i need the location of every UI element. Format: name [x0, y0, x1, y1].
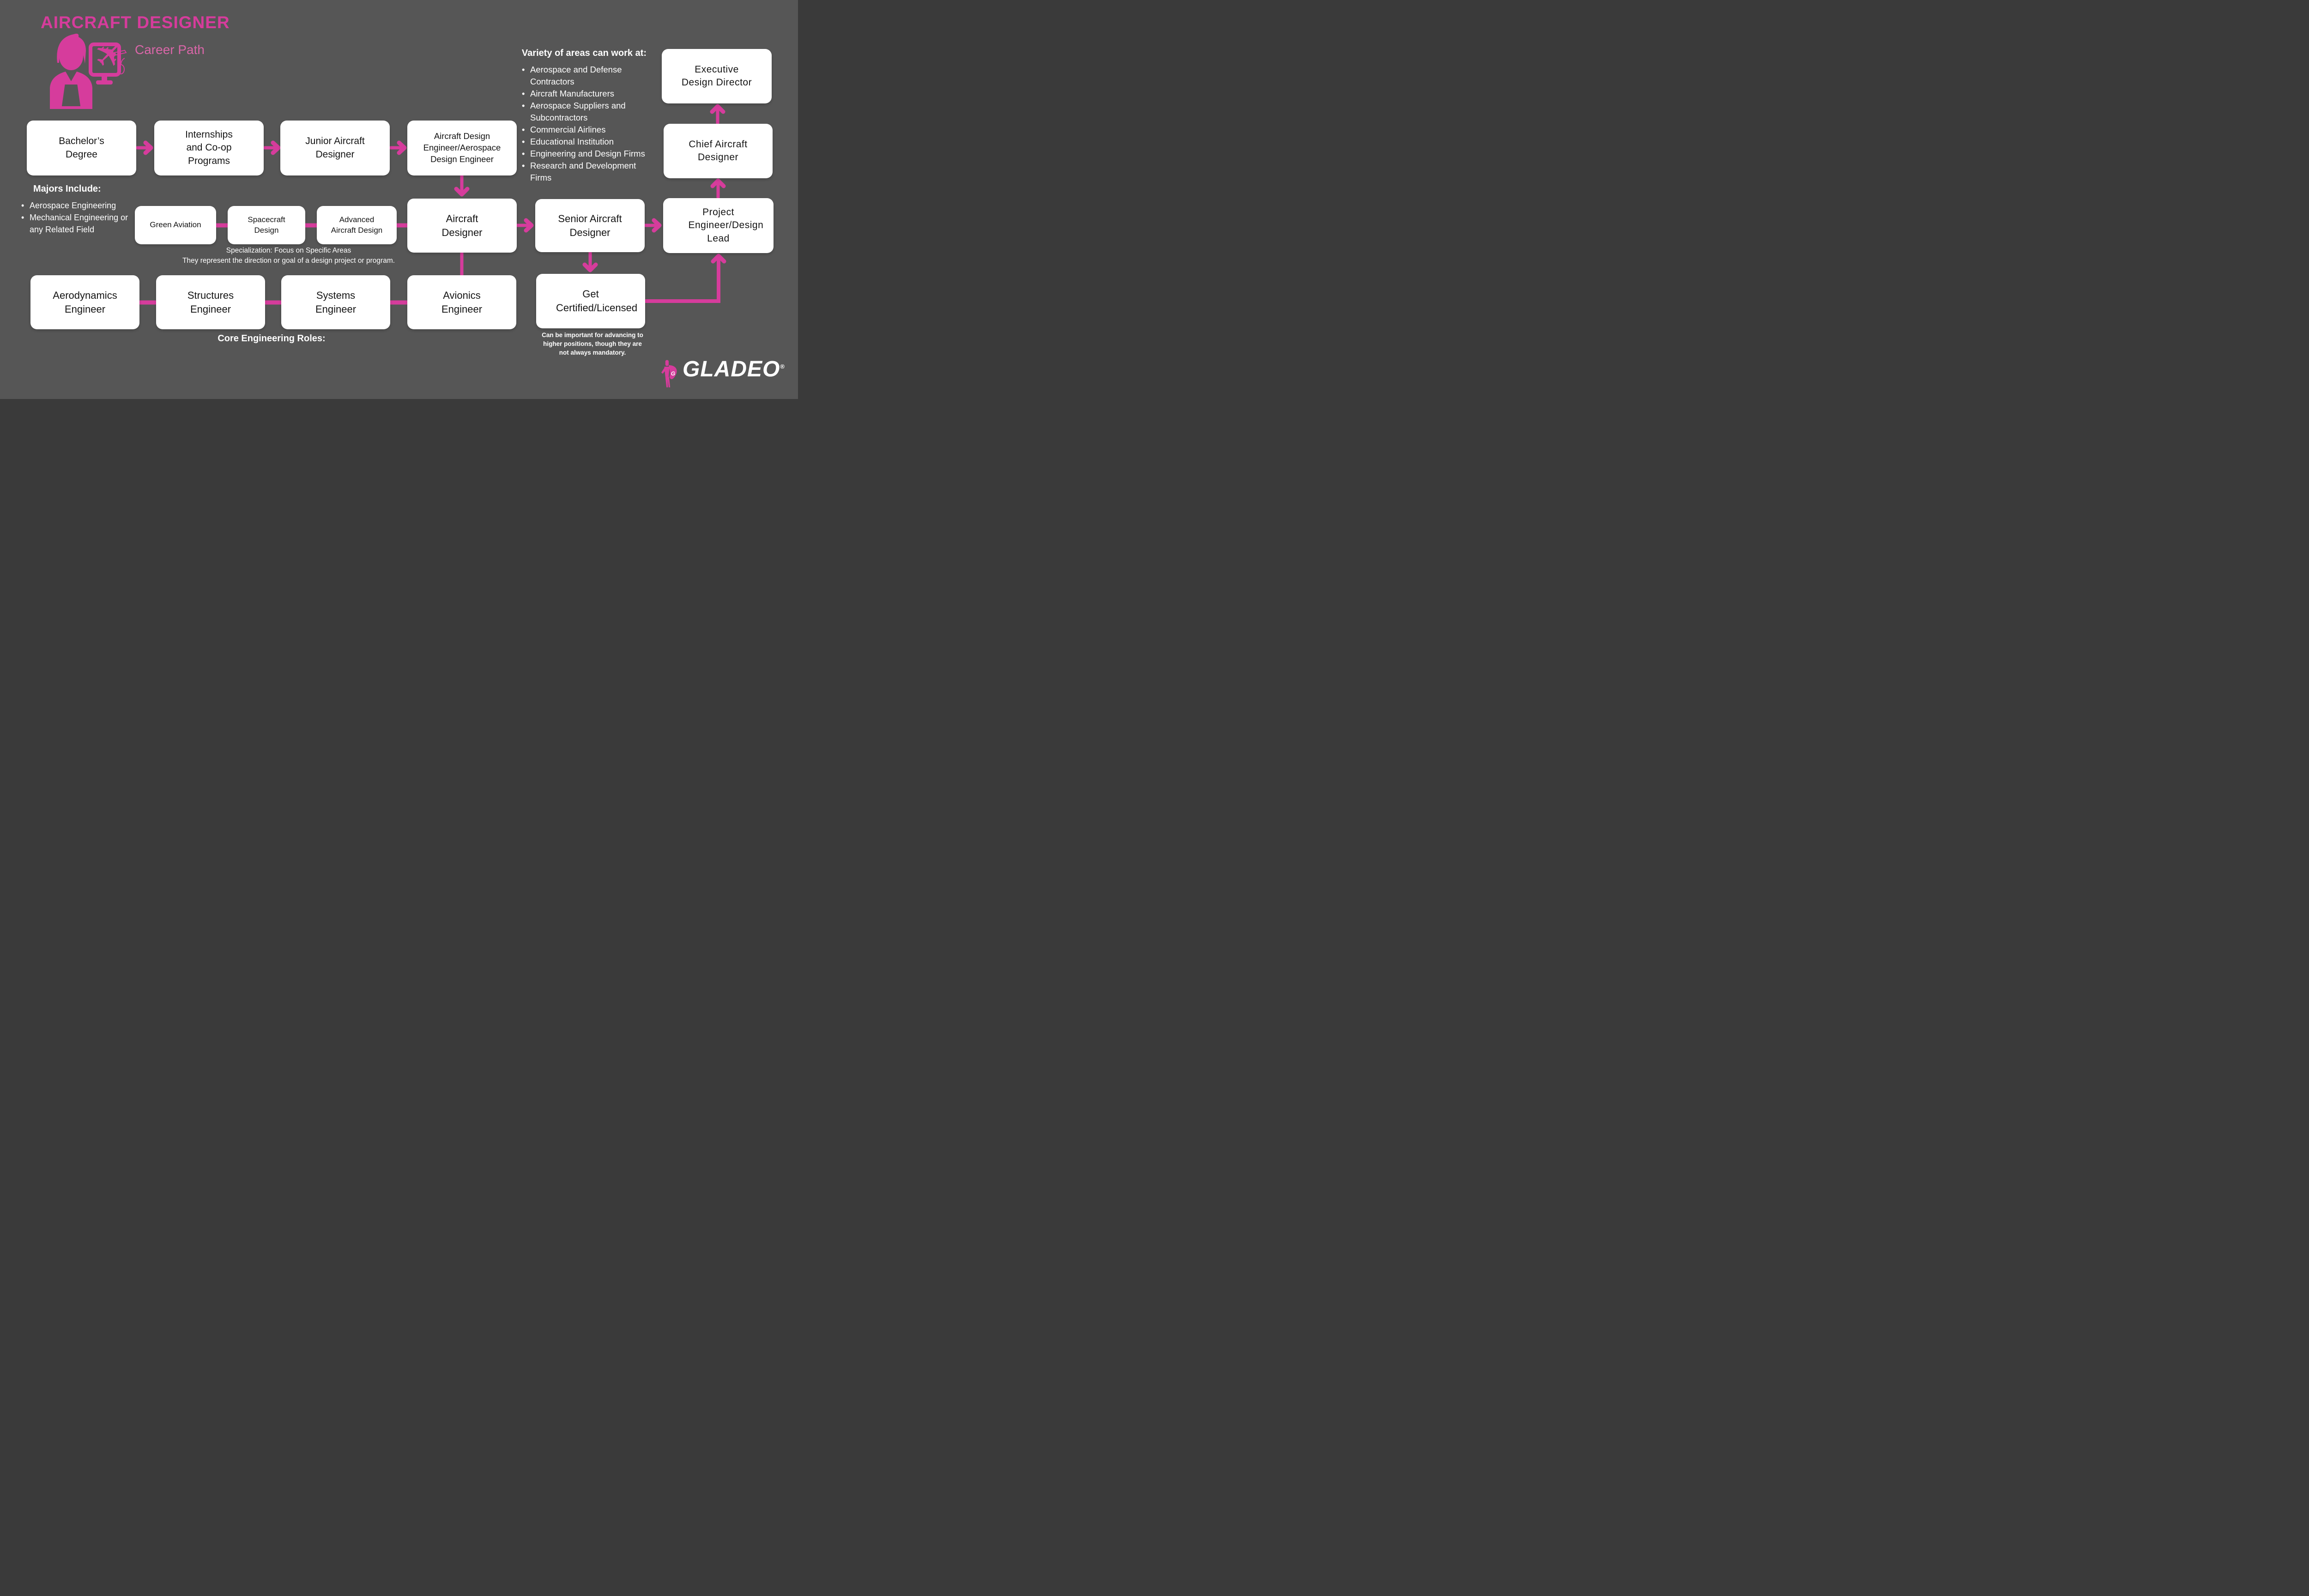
designer-at-computer-icon: ✈ — [50, 30, 129, 109]
pencil-icon — [110, 49, 127, 56]
list-item: Aircraft Manufacturers — [520, 88, 646, 100]
core-roles-caption: Core Engineering Roles: — [218, 333, 326, 344]
list-item: Aerospace Suppliers and Subcontractors — [520, 100, 646, 124]
collar-shape — [66, 72, 77, 81]
node-label: Aircraft Design Engineer/Aerospace Desig… — [423, 131, 501, 164]
node-label: Aircraft Designer — [441, 212, 483, 238]
node-get-certified-licensed: Get Certified/Licensed — [536, 274, 645, 328]
specialization-subcaption: They represent the direction or goal of … — [182, 257, 395, 265]
mouse-icon — [117, 58, 125, 74]
node-spacecraft-design: Spacecraft Design — [228, 206, 305, 244]
node-label: Senior Aircraft Designer — [558, 212, 622, 238]
node-label: Aerodynamics Engineer — [53, 289, 117, 315]
node-internships-coop: Internships and Co-op Programs — [154, 121, 264, 175]
list-item: Engineering and Design Firms — [520, 148, 646, 160]
career-path-infographic: AIRCRAFT DESIGNER Career Path ✈ Bachelor… — [0, 0, 798, 399]
brand-name: GLADEO — [683, 357, 780, 381]
node-label: Systems Engineer — [315, 289, 357, 315]
node-systems-engineer: Systems Engineer — [281, 275, 390, 329]
page-title: AIRCRAFT DESIGNER — [41, 13, 230, 32]
node-label: Bachelor’s Degree — [59, 136, 104, 160]
list-item: Commercial Airlines — [520, 124, 646, 136]
list-item: Educational Institution — [520, 136, 646, 148]
node-bachelors-degree: Bachelor’s Degree — [27, 121, 136, 175]
node-executive-design-director: Executive Design Director — [662, 49, 772, 103]
node-label: Executive Design Director — [681, 64, 752, 88]
node-label: Project Engineer/Design Lead — [688, 206, 764, 244]
node-label: Internships and Co-op Programs — [185, 129, 233, 166]
node-senior-aircraft-designer: Senior Aircraft Designer — [535, 199, 645, 252]
node-aircraft-design-engineer: Aircraft Design Engineer/Aerospace Desig… — [407, 121, 517, 175]
node-junior-aircraft-designer: Junior Aircraft Designer — [280, 121, 390, 175]
list-item: Mechanical Engineering or any Related Fi… — [19, 212, 129, 236]
work-areas-heading: Variety of areas can work at: — [521, 48, 647, 58]
page-subtitle: Career Path — [135, 42, 205, 57]
laptop-icon — [58, 82, 84, 109]
superhero-mascot-icon: G — [661, 360, 677, 387]
node-label: Green Aviation — [150, 220, 201, 230]
registered-mark: ® — [780, 363, 785, 370]
node-label: Advanced Aircraft Design — [331, 215, 383, 235]
node-label: Avionics Engineer — [441, 289, 483, 315]
node-aerodynamics-engineer: Aerodynamics Engineer — [30, 275, 139, 329]
node-label: Spacecraft Design — [248, 215, 285, 235]
node-aircraft-designer: Aircraft Designer — [407, 199, 517, 253]
certification-note: Can be important for advancing to higher… — [542, 332, 643, 356]
node-avionics-engineer: Avionics Engineer — [407, 275, 516, 329]
brand-logo: GLADEO® — [683, 357, 785, 382]
node-green-aviation: Green Aviation — [135, 206, 216, 244]
node-chief-aircraft-designer: Chief Aircraft Designer — [664, 124, 773, 178]
list-item: Aerospace Engineering — [19, 200, 129, 212]
node-project-engineer-design-lead: Project Engineer/Design Lead — [663, 198, 774, 253]
majors-heading: Majors Include: — [33, 184, 101, 194]
node-label: Structures Engineer — [187, 289, 234, 315]
node-label: Chief Aircraft Designer — [689, 139, 748, 163]
majors-list: Aerospace Engineering Mechanical Enginee… — [19, 200, 139, 236]
list-item: Research and Development Firms — [520, 160, 646, 184]
node-label: Get Certified/Licensed — [556, 288, 638, 314]
node-structures-engineer: Structures Engineer — [156, 275, 265, 329]
specialization-caption: Specialization: Focus on Specific Areas — [226, 247, 351, 254]
monitor-icon — [89, 42, 121, 85]
cape-shape — [669, 365, 677, 380]
list-item: Aerospace and Defense Contractors — [520, 64, 646, 88]
mascot-letter: G — [671, 370, 675, 377]
node-advanced-aircraft-design: Advanced Aircraft Design — [317, 206, 397, 244]
node-label: Junior Aircraft Designer — [305, 136, 365, 160]
flow-connectors — [135, 104, 726, 305]
work-areas-list: Aerospace and Defense Contractors Aircra… — [520, 64, 650, 184]
